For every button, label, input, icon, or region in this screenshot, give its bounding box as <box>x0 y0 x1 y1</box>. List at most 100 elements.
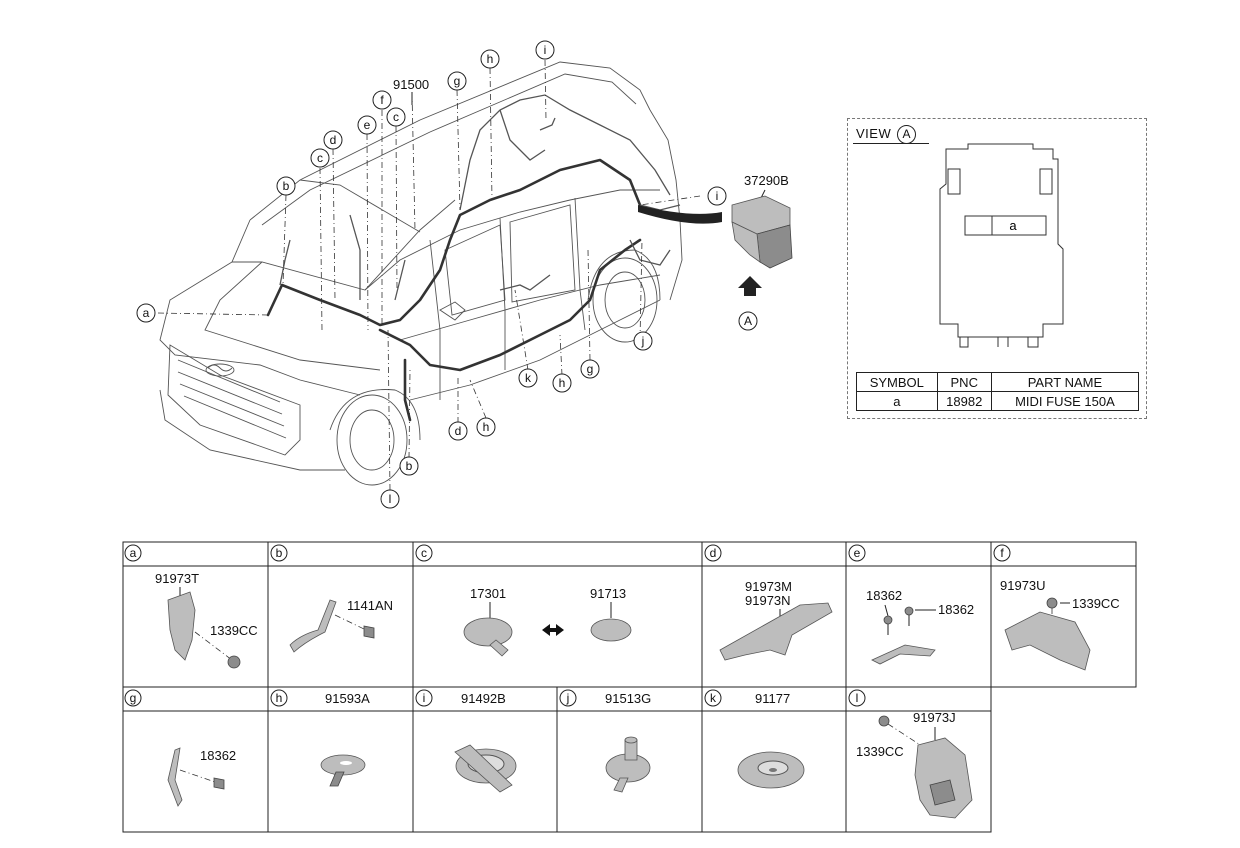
callout-h: h <box>480 49 500 69</box>
callout-g2: g <box>580 359 600 379</box>
callouts: a b c d e f c g h i i j k h g d h b l A <box>136 40 758 509</box>
cell-b-parts: 1141AN <box>289 598 393 653</box>
svg-text:h: h <box>487 52 494 66</box>
svg-text:1339CC: 1339CC <box>210 623 258 638</box>
callout-i: i <box>535 40 555 60</box>
leader-lines <box>157 59 701 491</box>
callout-d: d <box>323 130 343 150</box>
cell-c-header: c <box>415 544 433 562</box>
svg-text:f: f <box>1000 546 1004 560</box>
svg-text:91973M: 91973M <box>745 579 792 594</box>
cell-e-header: e <box>848 544 866 562</box>
cell-k-header: k 91177 <box>704 689 790 707</box>
svg-text:a: a <box>143 306 150 320</box>
relay-box-pnc: 37290B <box>744 173 789 188</box>
svg-text:d: d <box>710 546 717 560</box>
svg-text:j: j <box>641 334 645 348</box>
symbol-table: SYMBOL PNC PART NAME a 18982 MIDI FUSE 1… <box>856 372 1140 411</box>
svg-text:i: i <box>423 691 426 705</box>
svg-text:b: b <box>406 459 413 473</box>
cell-a-header: a <box>124 544 142 562</box>
svg-text:c: c <box>393 110 399 124</box>
svg-text:f: f <box>380 93 384 107</box>
svg-text:1141AN: 1141AN <box>347 598 393 613</box>
svg-text:A: A <box>744 314 752 328</box>
svg-text:b: b <box>283 179 290 193</box>
cell-i-header: i 91492B <box>415 689 506 707</box>
svg-text:h: h <box>559 376 566 390</box>
table-row: a 18982 MIDI FUSE 150A <box>856 391 1140 411</box>
svg-text:18362: 18362 <box>938 602 974 617</box>
svg-text:91973N: 91973N <box>745 593 791 608</box>
svg-text:h: h <box>276 691 283 705</box>
svg-text:e: e <box>364 118 371 132</box>
cell-b-header: b <box>270 544 288 562</box>
svg-text:l: l <box>856 691 859 705</box>
svg-text:k: k <box>525 371 532 385</box>
callout-i2: i <box>707 186 727 206</box>
svg-text:d: d <box>330 133 337 147</box>
cell-c-parts: 17301 91713 <box>463 586 632 657</box>
svg-text:a: a <box>130 546 137 560</box>
svg-text:18362: 18362 <box>866 588 902 603</box>
cell-e-parts: 18362 18362 <box>866 588 974 665</box>
callout-d2: d <box>448 421 468 441</box>
callout-l: l <box>380 489 400 509</box>
callout-h3: h <box>476 417 496 437</box>
svg-text:i: i <box>544 43 547 57</box>
svg-text:91973J: 91973J <box>913 710 956 725</box>
cell-l-parts: 91973J 1339CC <box>856 710 973 819</box>
svg-text:h: h <box>483 420 490 434</box>
cell-k-parts <box>737 751 805 789</box>
callout-e: e <box>357 115 377 135</box>
cell-f-header: f <box>993 544 1011 562</box>
svg-text:j: j <box>566 691 570 705</box>
svg-text:g: g <box>454 74 461 88</box>
cell-g-parts: 18362 <box>167 747 236 807</box>
svg-text:1339CC: 1339CC <box>856 744 904 759</box>
svg-text:k: k <box>710 691 717 705</box>
svg-text:91513G: 91513G <box>605 691 651 706</box>
svg-text:91973T: 91973T <box>155 571 199 586</box>
svg-text:g: g <box>130 691 137 705</box>
col-symbol: SYMBOL <box>856 372 938 392</box>
cell-j-header: j 91513G <box>559 689 651 707</box>
svg-text:1339CC: 1339CC <box>1072 596 1120 611</box>
fuse-box-top-view: a <box>939 143 1064 348</box>
svg-text:e: e <box>854 546 861 560</box>
cell-h-parts <box>320 754 366 787</box>
callout-b: b <box>276 176 296 196</box>
vehicle-outline <box>159 61 683 486</box>
cell-g-header: g <box>124 689 142 707</box>
cell-f-parts: 91973U 1339CC <box>1000 578 1120 671</box>
svg-text:g: g <box>587 362 594 376</box>
svg-text:b: b <box>276 546 283 560</box>
svg-text:91492B: 91492B <box>461 691 506 706</box>
svg-text:c: c <box>421 546 427 560</box>
view-arrow-callout: A <box>738 311 758 331</box>
cell-i-parts <box>454 744 517 793</box>
relay-box: 37290B <box>638 173 793 296</box>
callout-c: c <box>310 148 330 168</box>
svg-text:c: c <box>317 151 323 165</box>
callout-b2: b <box>399 456 419 476</box>
wiring-harness <box>266 94 681 422</box>
detail-grid: a b c d e f g h 91593A i 91492B j 91513G k 9… <box>122 541 1137 833</box>
svg-text:91177: 91177 <box>755 691 790 706</box>
cell-d-parts: 91973M 91973N <box>719 579 833 661</box>
callout-c2: c <box>386 107 406 127</box>
assembly-pnc: 91500 <box>393 77 429 92</box>
callout-g: g <box>447 71 467 91</box>
svg-text:91593A: 91593A <box>325 691 370 706</box>
cell-d-header: d <box>704 544 722 562</box>
svg-text:18362: 18362 <box>200 748 236 763</box>
svg-text:91713: 91713 <box>590 586 626 601</box>
callout-j: j <box>633 331 653 351</box>
callout-h2: h <box>552 373 572 393</box>
svg-text:i: i <box>716 189 719 203</box>
callout-f: f <box>372 90 392 110</box>
col-pnc: PNC <box>936 372 992 392</box>
fuse-slot-a: a <box>1009 218 1017 233</box>
